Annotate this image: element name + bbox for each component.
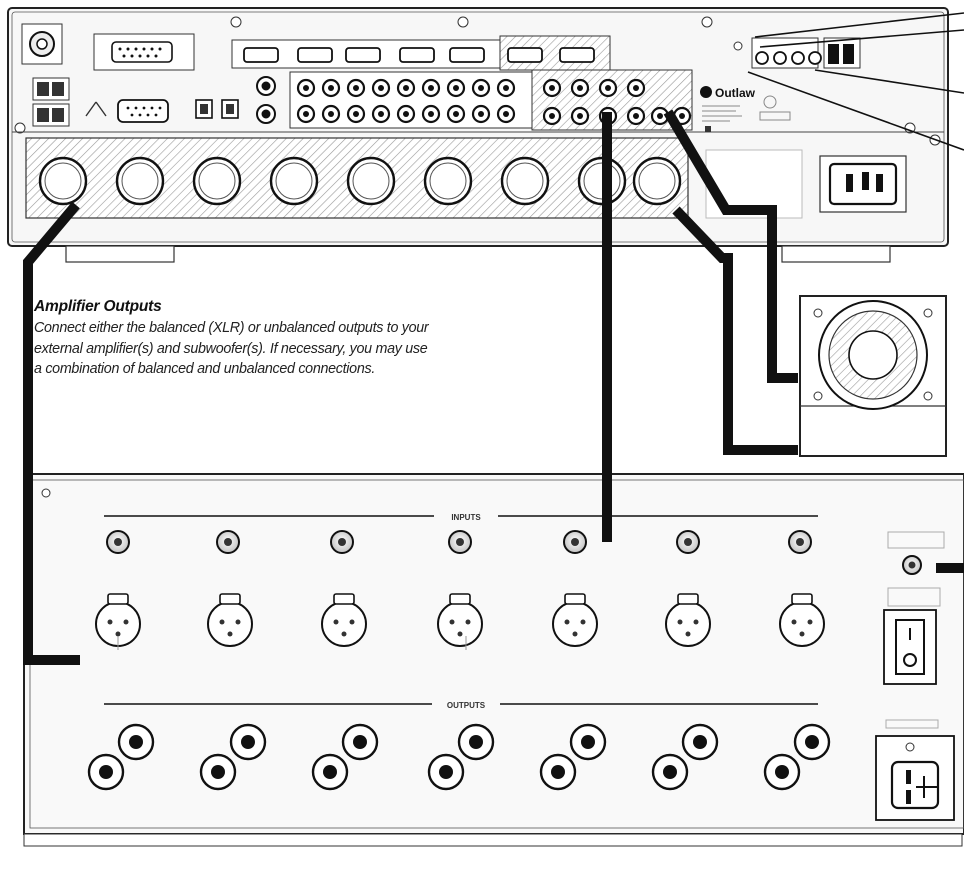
amp-xlr-inputs [95,593,825,647]
speaker-binding-posts [87,723,831,791]
processor-rear-panel: Outlaw [7,7,949,263]
caption-body: Connect either the balanced (XLR) or unb… [34,320,429,377]
amp-rca-inputs [106,530,812,554]
caption-title: Amplifier Outputs [34,298,162,315]
inputs-label: INPUTS [451,513,481,522]
antenna-connector [21,23,63,65]
subwoofer [799,295,947,457]
usb-icon [85,101,107,117]
callout-leader-lines [747,12,964,151]
db15-port [93,33,195,71]
brand-name: Outlaw [715,86,756,100]
amplifier-outputs-caption: Amplifier Outputs Connect either the bal… [34,298,434,380]
hdmi-ports [231,35,611,71]
coax-inputs [256,76,276,124]
outputs-label: OUTPUTS [447,701,486,710]
amp-power-switch [883,587,941,685]
trigger-connectors [32,77,70,127]
amplifier-rear-panel: INPUTS [23,473,964,847]
amp-power-inlet [875,719,955,821]
power-inlet [819,155,907,213]
cable-sub-out-1 [663,109,798,383]
brand-logo: Outlaw [700,86,791,132]
connection-cables [23,109,964,665]
balanced-output-strip [25,137,689,219]
amp-trigger-jack [887,531,945,575]
cable-xlr-to-amp [23,201,80,665]
rca-input-grid [289,69,693,131]
rs232-port [117,99,169,123]
optical-inputs [195,99,239,119]
cable-sub-out-2 [672,206,798,455]
aux-ports [733,37,861,69]
